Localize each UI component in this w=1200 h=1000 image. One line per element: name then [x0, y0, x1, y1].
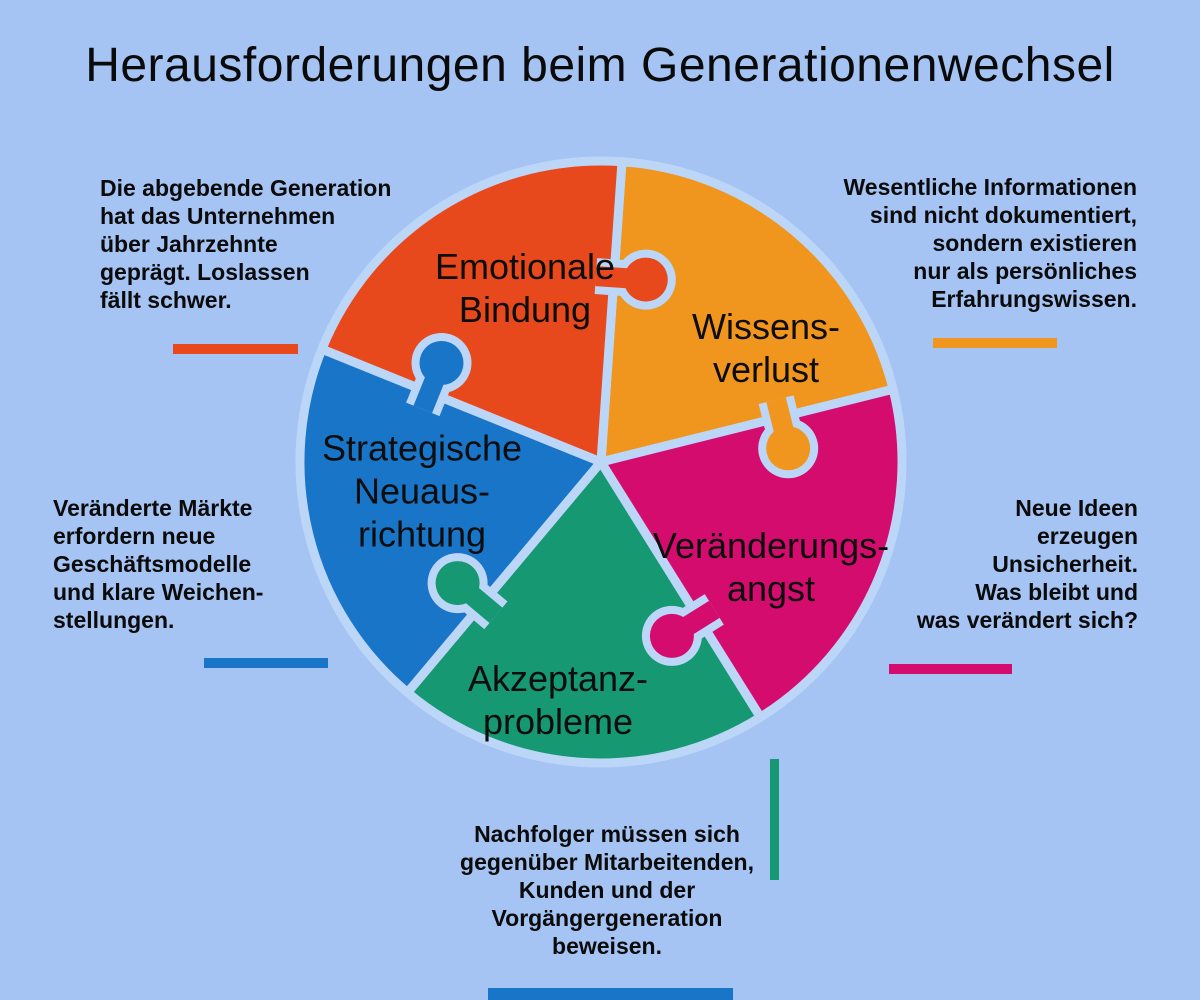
puzzle-tab-akzeptanz-to-strategische	[427, 553, 508, 630]
segment-label-veraenderungsangst: Veränderungs-angst	[652, 525, 890, 609]
note-underline-wissensverlust	[933, 338, 1057, 348]
note-sidebar-akzeptanz	[770, 759, 779, 880]
note-underline-veraenderungsangst	[889, 664, 1012, 674]
puzzle-segment-strategische-neuausrichtung	[295, 344, 606, 698]
bottom-edge-bar	[488, 988, 733, 1000]
puzzle-segment-veraenderungsangst	[596, 384, 907, 722]
segment-label-akzeptanzprobleme: Akzeptanz-probleme	[467, 658, 649, 742]
puzzle-segment-wissensverlust	[596, 157, 898, 467]
note-underline-emotionale	[173, 344, 298, 354]
puzzle-segment-emotionale-bindung	[317, 156, 627, 467]
puzzle-tab-emotionale-to-wissen	[594, 249, 676, 310]
puzzle-tab-wissen-to-veraenderung	[758, 395, 819, 479]
puzzle-tab-strategische-to-emotionale	[406, 333, 472, 417]
puzzle-segment-akzeptanzprobleme	[403, 457, 765, 768]
page-title: Herausforderungen beim Generationenwechs…	[85, 39, 1115, 92]
puzzle-tab-veraenderung-to-akzeptanz	[641, 594, 724, 666]
note-underline-strategische	[204, 658, 328, 668]
segment-label-wissensverlust: Wissens-verlust	[691, 306, 841, 390]
